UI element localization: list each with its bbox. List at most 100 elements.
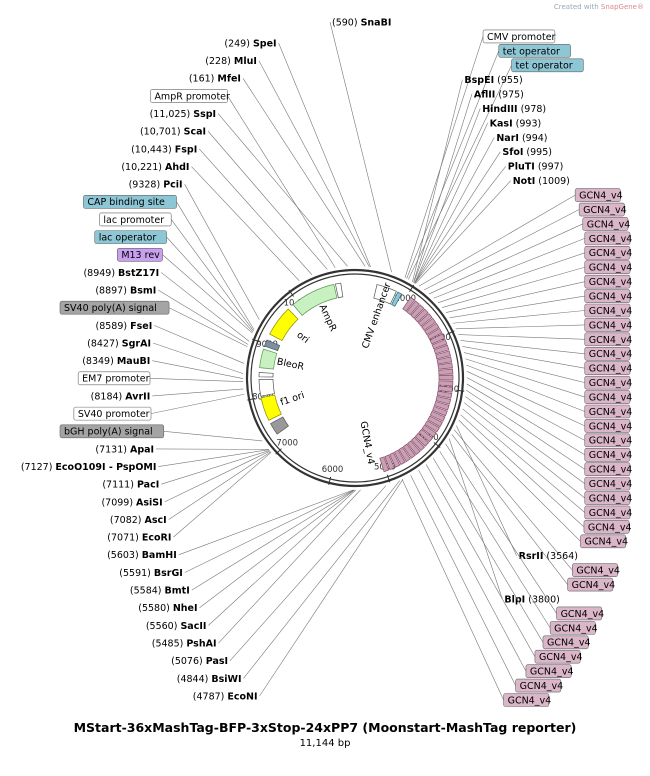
- site-position: (5560): [146, 621, 181, 632]
- leader-line: [433, 238, 585, 299]
- site-position: (955): [494, 75, 523, 86]
- feature-label-text: GCN4_v4: [572, 580, 616, 591]
- feature-ring-label: ori: [294, 330, 311, 346]
- gcn4-repeat-arrow: [402, 443, 416, 459]
- enzyme-site-label: (4787) EcoNI: [193, 691, 258, 702]
- leader-line: [412, 79, 463, 282]
- site-name: NheI: [173, 603, 198, 614]
- leader-line: [149, 378, 244, 382]
- watermark-text: Created with SnapGene®: [553, 3, 644, 11]
- feature-label-box: [150, 89, 228, 103]
- feature-label-box: [542, 635, 589, 650]
- feature-label-box: [584, 462, 631, 476]
- feature-label-text: EM7 promoter: [82, 374, 149, 385]
- enzyme-site-label: SfoI (995): [502, 147, 552, 158]
- feature-label-box: [117, 247, 163, 262]
- leader-line: [218, 489, 361, 644]
- leader-line: [413, 108, 481, 283]
- leader-line: [466, 377, 585, 441]
- leader-line: [432, 457, 544, 643]
- backbone-outer: [245, 268, 465, 488]
- enzyme-site-label: (10,443) FspI: [131, 144, 197, 155]
- leader-line: [466, 371, 585, 427]
- site-name: BlpI: [504, 594, 525, 605]
- site-position: (10,443): [131, 144, 175, 155]
- gcn4-repeat-arrow: [436, 390, 453, 399]
- site-name: BsiWI: [211, 674, 241, 685]
- feature-label-text: GCN4_v4: [589, 291, 633, 302]
- gcn4-repeat-arrow: [402, 296, 416, 312]
- site-name: BsmI: [130, 285, 156, 296]
- leader-line: [458, 419, 581, 542]
- gcn4-repeat-arrow: [438, 368, 454, 375]
- gcn4-repeat-arrow: [407, 440, 421, 455]
- enzyme-site-label: (11,025) SspI: [150, 109, 217, 120]
- leader-line: [154, 325, 245, 364]
- leader-line: [173, 452, 272, 538]
- site-position: (7131): [95, 444, 130, 455]
- site-name: AhdI: [165, 162, 189, 173]
- leader-line: [454, 429, 573, 571]
- feature-label-text: GCN4_v4: [589, 349, 633, 360]
- enzyme-site-label: (7127) EcoO109I - PspOMI: [21, 462, 157, 473]
- snapgene-watermark: Created with SnapGene®: [554, 3, 644, 11]
- enzyme-site-label: (10,701) ScaI: [140, 127, 206, 138]
- feature-label-box: [578, 202, 625, 217]
- gcn4-repeat-arrow: [435, 350, 451, 360]
- site-name: AsiSI: [136, 497, 163, 508]
- feature-label-box: [584, 404, 631, 419]
- leader-line: [162, 254, 253, 334]
- leader-line: [178, 489, 354, 556]
- gcn4-repeat-arrow: [429, 333, 446, 345]
- leader-line: [414, 166, 507, 284]
- enzyme-site-label: (5584) BmtI: [130, 586, 190, 597]
- site-name: ScaI: [184, 127, 206, 138]
- leader-line: [166, 236, 254, 333]
- leader-line: [160, 272, 250, 342]
- ring-tick: [446, 330, 455, 335]
- enzyme-site-label: (161) MfeI: [189, 74, 241, 85]
- site-position: (1009): [535, 176, 570, 187]
- gcn4-repeat-arrow: [421, 424, 437, 438]
- feature-ring-label: f1 ori: [279, 390, 306, 408]
- site-position: (8589): [96, 321, 131, 332]
- feature-ring-label: GCN4_v4: [358, 420, 377, 465]
- gcn4-repeat-arrow: [384, 454, 395, 471]
- site-name: ApaI: [130, 444, 154, 455]
- enzyme-site-label: (5591) BsrGI: [119, 568, 183, 579]
- feature-label-box: [584, 289, 631, 303]
- gcn4-repeat-arrow: [414, 308, 429, 323]
- feature-label-box: [584, 274, 631, 289]
- gcn4-repeat-arrow: [421, 317, 437, 331]
- feature-label-text: GCN4_v4: [589, 320, 633, 331]
- site-position: (8349): [82, 356, 117, 367]
- site-name: SgrAI: [122, 338, 151, 349]
- feature-label-box: [584, 332, 631, 347]
- feature-label-text: GCN4_v4: [520, 681, 564, 692]
- gcn4-repeat-arrow: [438, 380, 454, 387]
- leader-line: [259, 479, 404, 697]
- leader-line: [466, 383, 585, 456]
- feature-label-text: AmpR promoter: [154, 91, 230, 102]
- enzyme-site-label: (5580) NheI: [138, 603, 197, 614]
- leader-line: [150, 393, 245, 414]
- feature-label-box: [580, 534, 627, 549]
- feature-label-text: GCN4_v4: [589, 364, 633, 375]
- gcn4-repeat-arrow: [393, 449, 406, 466]
- site-position: (5580): [138, 603, 173, 614]
- ring-tick: [275, 448, 282, 455]
- enzyme-site-label: (10,221) AhdI: [121, 162, 189, 173]
- leader-line: [462, 408, 585, 513]
- leader-line: [163, 430, 263, 442]
- site-name: SspI: [193, 109, 216, 120]
- leader-line: [462, 346, 585, 369]
- feature-label-box: [525, 664, 572, 678]
- feature-label-box: [549, 621, 596, 635]
- ring-tick-label: 1000: [394, 294, 416, 304]
- site-name: NotI: [513, 176, 536, 187]
- feature-label-text: GCN4_v4: [561, 609, 605, 620]
- feature-label-box: [584, 318, 631, 332]
- backbone-inner: [250, 273, 460, 483]
- leader-line: [199, 489, 355, 608]
